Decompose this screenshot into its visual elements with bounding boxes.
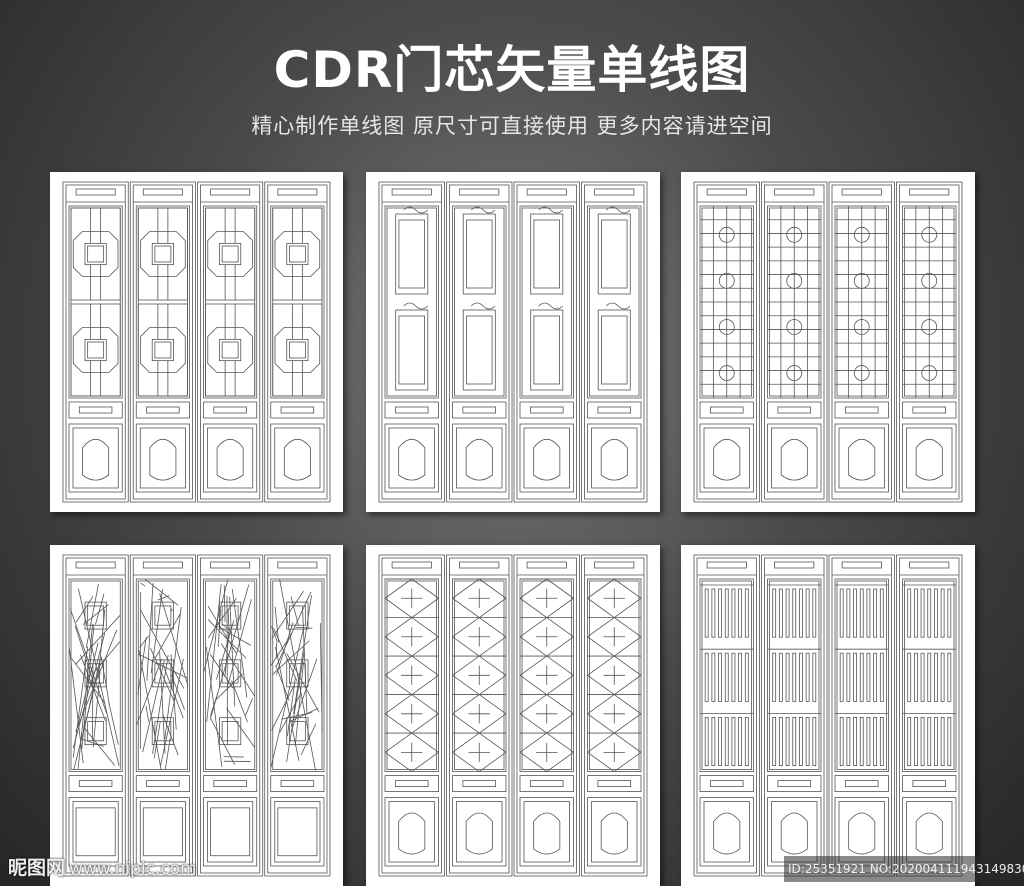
watermark-site: www.nipic.com <box>69 859 197 879</box>
door-panel-bars <box>681 545 975 886</box>
door-panel-scroll <box>366 172 660 512</box>
page-subtitle: 精心制作单线图 原尺寸可直接使用 更多内容请进空间 <box>251 114 773 138</box>
door-drawing <box>62 181 331 503</box>
door-panel-diamond <box>366 545 660 886</box>
door-panel-octagon <box>50 172 343 512</box>
door-panel-ice <box>50 545 343 886</box>
door-drawing <box>62 554 331 877</box>
door-drawing <box>378 554 648 877</box>
watermark-logo-text: 昵图网 <box>8 857 66 879</box>
door-drawing <box>378 181 648 503</box>
door-drawing <box>693 181 963 503</box>
door-panel-grid <box>681 172 975 512</box>
page-title: CDR门芯矢量单线图 <box>273 41 751 99</box>
watermark-id: ID:25351921 NO:20200411194314983080 <box>784 856 1024 882</box>
door-drawing <box>693 554 963 877</box>
